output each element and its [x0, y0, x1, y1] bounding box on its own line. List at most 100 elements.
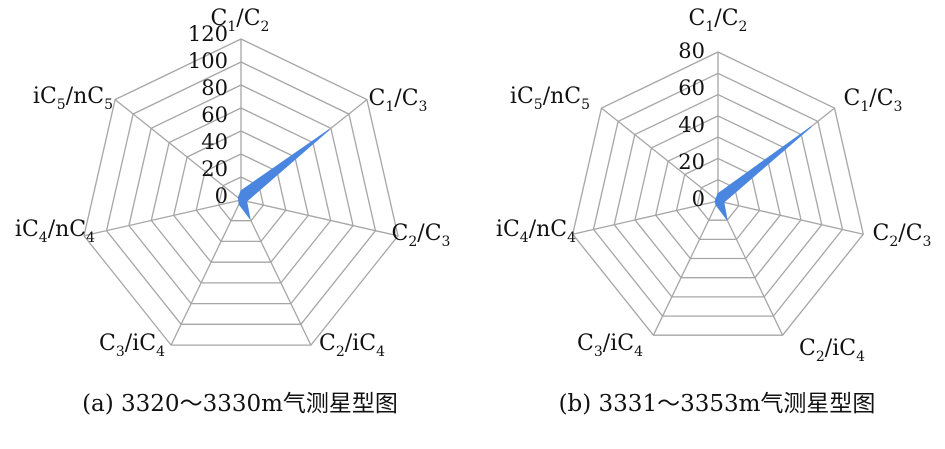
tick-label-a-0: 0	[215, 184, 228, 208]
axis-label-part: 2	[889, 234, 898, 250]
axis-label-part: 4	[520, 230, 529, 246]
axis-label-part: C	[577, 331, 594, 356]
spoke-a-7	[114, 99, 242, 201]
axis-label-part: 4	[86, 230, 95, 246]
axis-label-part: 4	[39, 230, 48, 246]
axis-label-part: /nC	[543, 84, 581, 109]
grid-ring-a-7	[83, 38, 399, 346]
tick-label-a-80: 80	[201, 76, 228, 100]
axis-label-part: 4	[856, 349, 865, 365]
axis-label-part: 4	[156, 344, 165, 360]
grid-ring-b-2	[675, 157, 761, 241]
axis-label-part: /iC	[125, 331, 156, 356]
axis-label-part: /C	[417, 221, 441, 246]
axis-label-b-2: C1/C3	[844, 86, 903, 115]
axis-label-part: 3	[894, 99, 903, 115]
axis-label-part: C	[319, 331, 336, 356]
spoke-b-4	[717, 200, 784, 336]
axis-label-part: /iC	[825, 336, 856, 361]
axis-label-part: 5	[534, 97, 543, 113]
axis-label-part: C	[99, 331, 116, 356]
tick-label-a-120: 120	[188, 22, 228, 46]
axis-label-part: iC	[33, 84, 57, 109]
axis-label-part: 3	[442, 234, 451, 250]
axis-label-part: 2	[261, 19, 270, 35]
axis-labels-b: C1/C2C1/C3C2/C3C2/iC4C3/iC4iC4/nC4iC5/nC…	[496, 6, 932, 365]
grid-ring-b-3	[654, 136, 782, 260]
axis-label-part: /C	[869, 86, 893, 111]
spoke-a-5	[170, 199, 242, 346]
grid-ring-b-6	[592, 72, 844, 317]
axis-label-part: 1	[227, 19, 236, 35]
tick-label-b-20: 20	[678, 150, 705, 174]
axis-label-part: 5	[57, 97, 66, 113]
grid-ring-a-6	[105, 61, 377, 325]
axis-label-part: C	[392, 221, 409, 246]
tick-label-b-0: 0	[692, 187, 705, 211]
spoke-b-3	[717, 200, 864, 235]
tick-label-a-20: 20	[201, 157, 228, 181]
axis-label-part: /nC	[529, 217, 567, 242]
axis-label-part: 2	[336, 344, 345, 360]
tick-label-a-100: 100	[188, 49, 228, 73]
grid-ring-b-7	[571, 51, 865, 336]
grid-ring-a-5	[128, 84, 354, 305]
axis-label-part: iC	[510, 84, 534, 109]
axis-label-a-7: iC5/nC5	[33, 84, 113, 113]
axis-label-part: 4	[634, 344, 643, 360]
tick-label-b-40: 40	[678, 113, 705, 137]
grid-ring-a-4	[150, 107, 332, 284]
axis-label-part: 4	[376, 344, 385, 360]
axis-label-part: C	[799, 336, 816, 361]
axis-label-b-7: iC5/nC5	[510, 84, 590, 113]
axis-label-a-4: C2/iC4	[319, 331, 385, 360]
radar-series-a	[237, 129, 330, 220]
axis-label-part: 5	[581, 97, 590, 113]
radar-grid-a	[83, 38, 399, 346]
caption-b: (b) 3331～3353m气测星型图	[559, 391, 876, 417]
axis-label-part: 3	[419, 99, 428, 115]
axis-label-part: C	[211, 6, 228, 31]
axis-label-part: 3	[923, 234, 932, 250]
axis-label-part: 3	[594, 344, 603, 360]
spoke-b-7	[601, 107, 719, 202]
axis-label-b-6: iC4/nC4	[496, 217, 576, 246]
axis-label-part: /nC	[66, 84, 104, 109]
axis-label-part: C	[844, 86, 861, 111]
axis-label-part: /nC	[48, 217, 86, 242]
axis-label-part: C	[873, 221, 890, 246]
axis-label-part: 2	[739, 19, 748, 35]
axis-label-part: 2	[408, 234, 417, 250]
spoke-a-4	[240, 199, 312, 346]
tick-label-b-60: 60	[678, 76, 705, 100]
axis-label-part: 1	[705, 19, 714, 35]
radar-series-b	[714, 126, 812, 221]
grid-ring-b-4	[634, 115, 802, 279]
grid-ring-a-3	[172, 130, 310, 263]
axis-label-part: 3	[116, 344, 125, 360]
spoke-a-6	[83, 199, 242, 237]
spoke-b-5	[652, 200, 719, 336]
axis-label-part: 1	[385, 99, 394, 115]
axis-label-part: iC	[15, 217, 39, 242]
axis-label-part: 2	[816, 349, 825, 365]
axis-label-part: /C	[394, 86, 418, 111]
axis-label-part: C	[369, 86, 386, 111]
axis-label-b-4: C2/iC4	[799, 336, 865, 365]
axis-label-b-1: C1/C2	[689, 6, 748, 35]
tick-label-b-80: 80	[678, 39, 705, 63]
grid-ring-a-2	[195, 153, 287, 243]
spoke-b-6	[572, 200, 719, 235]
grid-ring-b-5	[613, 93, 823, 298]
axis-label-part: 4	[567, 230, 576, 246]
series-area-b	[714, 126, 812, 221]
axis-label-a-2: C1/C3	[369, 86, 428, 115]
tick-label-a-60: 60	[201, 103, 228, 127]
axis-label-part: /C	[898, 221, 922, 246]
axis-label-b-5: C3/iC4	[577, 331, 643, 360]
radial-tick-labels-b: 0 20 40 60 80	[678, 39, 705, 211]
axis-label-a-3: C2/C3	[392, 221, 451, 250]
axis-label-a-1: C1/C2	[211, 6, 270, 35]
